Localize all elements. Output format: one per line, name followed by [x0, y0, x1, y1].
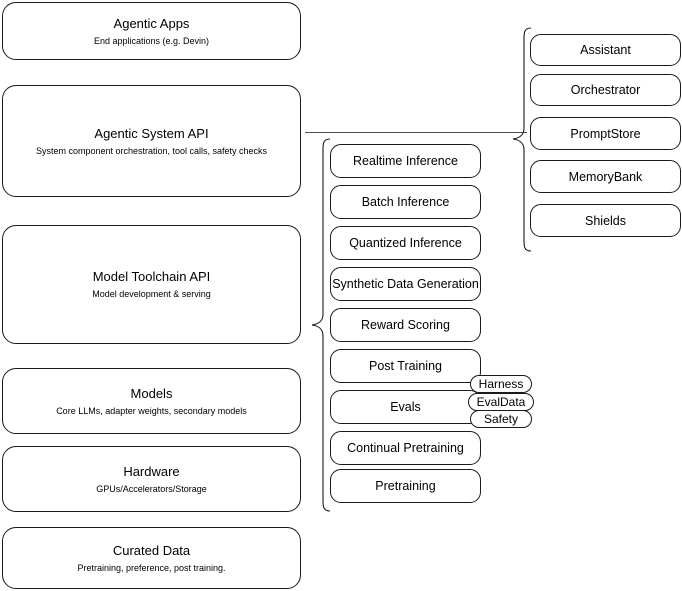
toolchain-chip-evals[interactable]: Evals [330, 390, 481, 424]
toolchain-chip-batch-inference[interactable]: Batch Inference [330, 185, 481, 219]
agentic-chip-promptstore[interactable]: PromptStore [530, 117, 681, 150]
agentic-chip-shields[interactable]: Shields [530, 204, 681, 237]
stack-layer-curated-data[interactable]: Curated Data Pretraining, preference, po… [2, 527, 301, 589]
chip-label: Synthetic Data Generation [332, 277, 479, 291]
layer-subtitle: Core LLMs, adapter weights, secondary mo… [56, 405, 247, 416]
toolchain-chip-reward-scoring[interactable]: Reward Scoring [330, 308, 481, 342]
agentic-chip-assistant[interactable]: Assistant [530, 34, 681, 66]
toolchain-chip-continual-pretraining[interactable]: Continual Pretraining [330, 431, 481, 465]
chip-label: Evals [390, 400, 421, 414]
badge-label: EvalData [476, 395, 526, 409]
stack-layer-models[interactable]: Models Core LLMs, adapter weights, secon… [2, 368, 301, 434]
brace-agentic-system [512, 27, 532, 252]
connector-line-agentic-system-api [305, 132, 527, 133]
layer-subtitle: End applications (e.g. Devin) [93, 35, 210, 46]
chip-label: Post Training [369, 359, 442, 373]
brace-model-toolchain [311, 138, 331, 512]
stack-layer-agentic-apps[interactable]: Agentic Apps End applications (e.g. Devi… [2, 2, 301, 60]
layer-title: Models [130, 385, 173, 401]
chip-label: Reward Scoring [361, 318, 450, 332]
chip-label: Shields [585, 213, 626, 228]
badge-label: Safety [483, 412, 519, 426]
stack-layer-hardware[interactable]: Hardware GPUs/Accelerators/Storage [2, 446, 301, 512]
layer-subtitle: GPUs/Accelerators/Storage [96, 483, 207, 494]
layer-title: Agentic System API [94, 125, 209, 141]
chip-label: Pretraining [375, 479, 436, 493]
layer-title: Model Toolchain API [92, 269, 211, 284]
chip-label: Assistant [580, 43, 631, 57]
badge-label: Harness [478, 377, 524, 391]
layer-subtitle: System component orchestration, tool cal… [35, 145, 268, 156]
stack-layer-agentic-system-api[interactable]: Agentic System API System component orch… [2, 85, 301, 197]
layer-subtitle: Model development & serving [92, 289, 211, 299]
chip-label: Batch Inference [361, 195, 450, 209]
eval-badge-harness[interactable]: Harness [470, 375, 532, 393]
stack-layer-model-toolchain-api[interactable]: Model Toolchain API Model development & … [2, 225, 301, 344]
toolchain-chip-realtime-inference[interactable]: Realtime Inference [330, 144, 481, 178]
chip-label: PromptStore [570, 126, 641, 141]
layer-subtitle: Pretraining, preference, post training. [77, 562, 226, 573]
toolchain-chip-post-training[interactable]: Post Training [330, 349, 481, 383]
agentic-chip-memorybank[interactable]: MemoryBank [530, 160, 681, 193]
layer-title: Hardware [123, 463, 180, 479]
chip-label: Quantized Inference [349, 236, 462, 250]
layer-title: Curated Data [112, 542, 191, 558]
chip-label: Continual Pretraining [347, 441, 464, 455]
toolchain-chip-pretraining[interactable]: Pretraining [330, 469, 481, 503]
eval-badge-evaldata[interactable]: EvalData [468, 393, 534, 411]
chip-label: Orchestrator [570, 83, 641, 97]
eval-badge-safety[interactable]: Safety [470, 410, 532, 428]
chip-label: MemoryBank [568, 169, 643, 184]
agentic-chip-orchestrator[interactable]: Orchestrator [530, 74, 681, 106]
layer-title: Agentic Apps [113, 15, 190, 31]
toolchain-chip-synthetic-data-generation[interactable]: Synthetic Data Generation [330, 267, 481, 301]
toolchain-chip-quantized-inference[interactable]: Quantized Inference [330, 226, 481, 260]
chip-label: Realtime Inference [353, 154, 458, 168]
